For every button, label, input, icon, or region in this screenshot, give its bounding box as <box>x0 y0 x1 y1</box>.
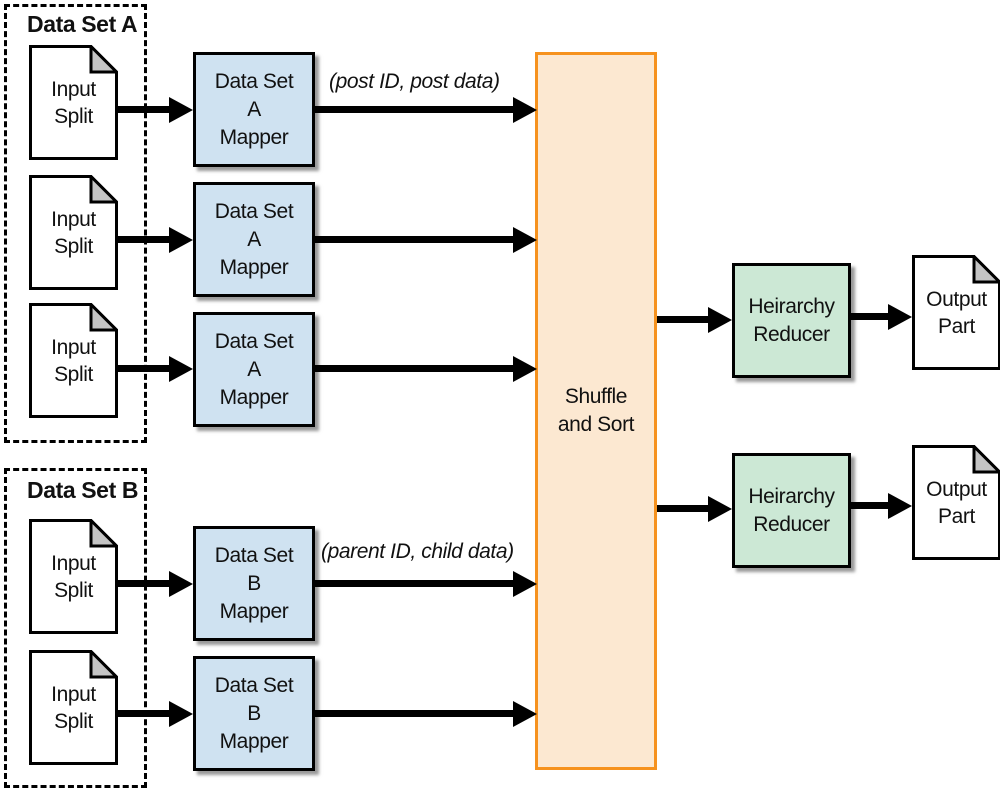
input-split-line1: Input <box>51 335 96 359</box>
mapper-line3: Mapper <box>219 125 289 149</box>
mapper-line1: Data Set <box>214 673 294 697</box>
group-box-data-set-b <box>4 468 147 788</box>
mapper-line2: A <box>247 357 261 381</box>
group-title-data-set-a: Data Set A <box>27 11 138 37</box>
document-icon <box>29 303 118 418</box>
input-split-line2: Split <box>54 104 93 128</box>
output-part-line2: Part <box>938 504 975 528</box>
mapper-line1: Data Set <box>214 199 294 223</box>
input-split-label: Input Split <box>29 303 118 418</box>
input-split-line1: Input <box>51 77 96 101</box>
document-icon <box>29 650 118 765</box>
mapper-line3: Mapper <box>219 255 289 279</box>
group-box-data-set-a <box>4 4 147 443</box>
arrow-label-parent-id: (parent ID, child data) <box>321 540 514 563</box>
mapper-line2: A <box>247 227 261 251</box>
reducer-box-2: Heirarchy Reducer <box>732 453 851 568</box>
output-part-doc-2: Output Part <box>912 445 1000 560</box>
reducer-line2: Reducer <box>753 322 830 346</box>
arrow-label-post-id: (post ID, post data) <box>329 70 500 93</box>
shuffle-and-sort-box: Shuffle and Sort <box>535 52 657 770</box>
input-split-doc-a3: Input Split <box>29 303 118 418</box>
input-split-line1: Input <box>51 551 96 575</box>
output-part-line2: Part <box>938 314 975 338</box>
input-split-line2: Split <box>54 709 93 733</box>
mapper-box-b2: Data Set B Mapper <box>193 656 315 771</box>
group-title-data-set-b: Data Set B <box>27 477 139 503</box>
shuffle-line2: and Sort <box>557 413 635 436</box>
shuffle-line1: Shuffle <box>564 385 628 408</box>
document-icon <box>29 519 118 634</box>
input-split-line2: Split <box>54 234 93 258</box>
document-icon <box>912 255 1000 370</box>
input-split-label: Input Split <box>29 45 118 160</box>
mapper-line3: Mapper <box>219 385 289 409</box>
input-split-line1: Input <box>51 207 96 231</box>
mapper-line3: Mapper <box>219 729 289 753</box>
mapper-box-a2: Data Set A Mapper <box>193 182 315 297</box>
input-split-label: Input Split <box>29 175 118 290</box>
output-part-line1: Output <box>926 477 987 501</box>
input-split-line1: Input <box>51 682 96 706</box>
input-split-label: Input Split <box>29 519 118 634</box>
mapper-box-a1: Data Set A Mapper <box>193 52 315 167</box>
document-icon <box>29 175 118 290</box>
mapper-line2: B <box>247 571 261 595</box>
mapper-line1: Data Set <box>214 69 294 93</box>
mapper-box-b1: Data Set B Mapper <box>193 526 315 641</box>
output-part-line1: Output <box>926 287 987 311</box>
reducer-box-1: Heirarchy Reducer <box>732 263 851 378</box>
output-part-label: Output Part <box>912 255 1000 370</box>
input-split-line2: Split <box>54 362 93 386</box>
reducer-line1: Heirarchy <box>748 484 835 508</box>
input-split-doc-b2: Input Split <box>29 650 118 765</box>
output-part-label: Output Part <box>912 445 1000 560</box>
input-split-line2: Split <box>54 578 93 602</box>
reducer-line1: Heirarchy <box>748 294 835 318</box>
output-part-doc-1: Output Part <box>912 255 1000 370</box>
input-split-doc-a1: Input Split <box>29 45 118 160</box>
document-icon <box>29 45 118 160</box>
input-split-doc-a2: Input Split <box>29 175 118 290</box>
mapper-line1: Data Set <box>214 543 294 567</box>
mapper-line3: Mapper <box>219 599 289 623</box>
reducer-line2: Reducer <box>753 512 830 536</box>
mapper-box-a3: Data Set A Mapper <box>193 312 315 427</box>
input-split-doc-b1: Input Split <box>29 519 118 634</box>
mapper-line2: B <box>247 701 261 725</box>
mapper-line2: A <box>247 97 261 121</box>
input-split-label: Input Split <box>29 650 118 765</box>
mapper-line1: Data Set <box>214 329 294 353</box>
